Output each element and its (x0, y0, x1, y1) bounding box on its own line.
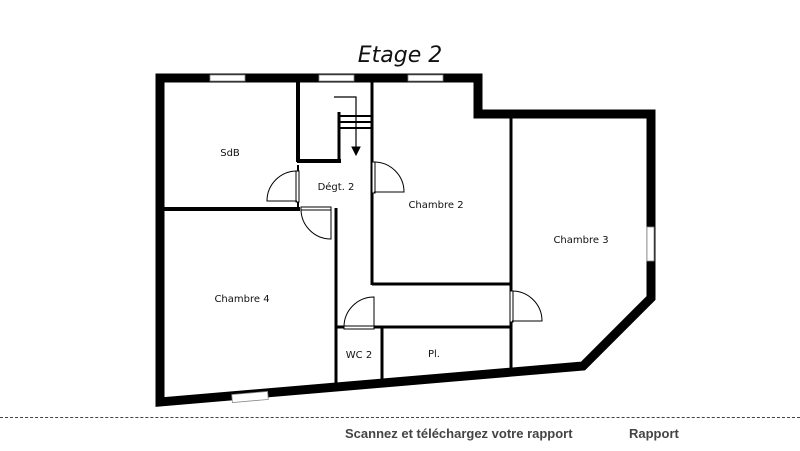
room-label-chambre-3: Chambre 3 (553, 235, 608, 246)
interior-walls (164, 82, 513, 383)
room-label-degt: Dégt. 2 (318, 181, 355, 193)
floor-title: Etage 2 (357, 43, 443, 68)
room-label-chambre-4: Chambre 4 (214, 294, 269, 305)
report-link[interactable]: Rapport (629, 426, 679, 441)
room-label-placard: Pl. (428, 349, 440, 360)
room-label-wc: WC 2 (346, 350, 372, 361)
windows (209, 74, 655, 403)
scan-report-link[interactable]: Scannez et téléchargez votre rapport (345, 426, 573, 441)
stairs (334, 96, 372, 157)
outer-walls (155, 73, 656, 407)
dashed-divider (0, 417, 800, 418)
room-label-chambre-2: Chambre 2 (408, 200, 463, 211)
doors (266, 161, 543, 330)
room-label-sdb: SdB (220, 148, 240, 159)
